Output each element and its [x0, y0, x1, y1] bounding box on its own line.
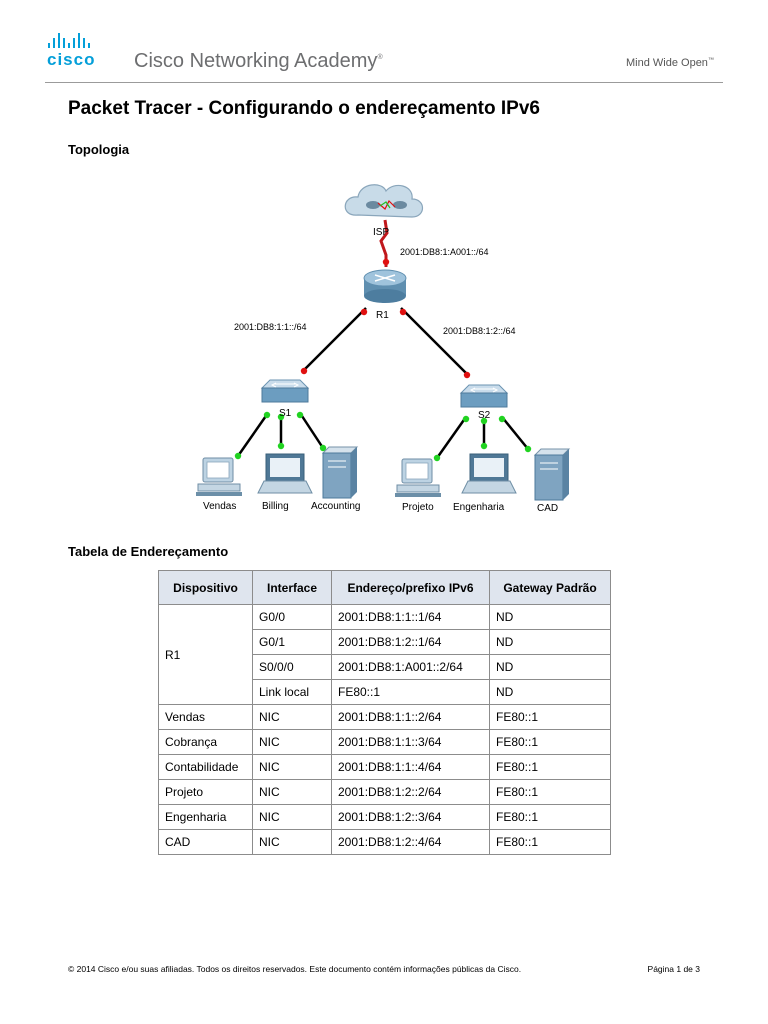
table-cell: ND — [489, 604, 611, 630]
table-cell: ND — [489, 654, 611, 680]
table-cell: ND — [489, 629, 611, 655]
label-net-isp: 2001:DB8:1:A001::/64 — [400, 247, 489, 257]
link-status-lights — [234, 258, 532, 462]
page-footer: © 2014 Cisco e/ou suas afiliadas. Todos … — [68, 964, 700, 974]
table-cell: FE80::1 — [331, 679, 490, 705]
table-cell: 2001:DB8:1:2::1/64 — [331, 629, 490, 655]
table-cell: S0/0/0 — [252, 654, 332, 680]
cloud-icon — [344, 184, 424, 218]
table-cell-device: Cobrança — [158, 729, 253, 755]
label-host-cad: CAD — [537, 503, 558, 514]
table-cell: NIC — [252, 729, 332, 755]
label-host-vendas: Vendas — [203, 501, 236, 512]
table-cell: G0/0 — [252, 604, 332, 630]
label-host-engenharia: Engenharia — [453, 502, 505, 513]
laptop-billing-icon — [257, 453, 313, 494]
router-icon — [363, 269, 407, 303]
table-row: Cobrança NIC 2001:DB8:1:1::3/64 FE80::1 — [158, 729, 611, 755]
column-header-interface: Interface — [252, 570, 332, 605]
table-row: Projeto NIC 2001:DB8:1:2::2/64 FE80::1 — [158, 779, 611, 805]
table-cell: NIC — [252, 754, 332, 780]
pc-projeto-icon — [395, 458, 441, 497]
server-cad-icon — [533, 448, 571, 501]
column-header-gateway: Gateway Padrão — [489, 570, 611, 605]
table-cell-device: Engenharia — [158, 804, 253, 830]
table-cell: NIC — [252, 779, 332, 805]
label-host-projeto: Projeto — [402, 502, 434, 513]
label-host-billing: Billing — [262, 501, 289, 512]
label-isp: ISP — [373, 227, 389, 238]
table-cell: 2001:DB8:1:2::3/64 — [331, 804, 490, 830]
label-s1: S1 — [279, 408, 292, 419]
table-cell: Link local — [252, 679, 332, 705]
table-row: CAD NIC 2001:DB8:1:2::4/64 FE80::1 — [158, 829, 611, 855]
table-cell: FE80::1 — [489, 704, 611, 730]
switch-s1-icon — [260, 379, 310, 403]
server-accounting-icon — [321, 446, 359, 499]
table-row: S0/0/0 2001:DB8:1:A001::2/64 ND — [159, 654, 611, 680]
label-r1: R1 — [376, 310, 389, 321]
table-cell: FE80::1 — [489, 754, 611, 780]
table-cell: 2001:DB8:1:2::2/64 — [331, 779, 490, 805]
table-cell-device: R1 — [158, 604, 253, 705]
table-cell: NIC — [252, 804, 332, 830]
switch-s2-icon — [459, 384, 509, 408]
cisco-wordmark: cisco — [47, 50, 96, 69]
label-host-accounting: Accounting — [311, 501, 360, 512]
table-cell: FE80::1 — [489, 729, 611, 755]
addressing-table: Dispositivo Interface Endereço/prefixo I… — [158, 570, 611, 855]
table-cell: FE80::1 — [489, 829, 611, 855]
table-row: R1 G0/0 2001:DB8:1:1::1/64 ND — [158, 604, 611, 705]
copyright-notice: © 2014 Cisco e/ou suas afiliadas. Todos … — [68, 964, 522, 974]
table-header-row: Dispositivo Interface Endereço/prefixo I… — [158, 570, 611, 605]
table-cell: 2001:DB8:1:1::4/64 — [331, 754, 490, 780]
section-heading-table: Tabela de Endereçamento — [68, 544, 229, 559]
header-divider — [45, 82, 723, 83]
table-cell: 2001:DB8:1:1::3/64 — [331, 729, 490, 755]
cisco-logo-bars — [48, 32, 95, 48]
table-cell: G0/1 — [252, 629, 332, 655]
table-cell-device: Projeto — [158, 779, 253, 805]
table-row: Link local FE80::1 ND — [159, 679, 611, 705]
table-cell: 2001:DB8:1:1::2/64 — [331, 704, 490, 730]
page-number: Página 1 de 3 — [647, 964, 700, 974]
section-heading-topology: Topologia — [68, 142, 130, 157]
column-header-ipv6: Endereço/prefixo IPv6 — [331, 570, 490, 605]
label-s2: S2 — [478, 410, 491, 421]
academy-name: Cisco Networking Academy® — [134, 50, 383, 72]
label-net-left: 2001:DB8:1:1::/64 — [234, 322, 307, 332]
table-row: Contabilidade NIC 2001:DB8:1:1::4/64 FE8… — [158, 754, 611, 780]
table-cell: NIC — [252, 829, 332, 855]
table-cell: FE80::1 — [489, 804, 611, 830]
table-cell-device: Contabilidade — [158, 754, 253, 780]
links — [236, 219, 529, 459]
table-row: Vendas NIC 2001:DB8:1:1::2/64 FE80::1 — [158, 704, 611, 730]
tagline: Mind Wide Open™ — [626, 57, 714, 69]
column-header-device: Dispositivo — [158, 570, 253, 605]
topology-diagram: ISP 2001:DB8:1:A001::/64 R1 2001:DB8:1:1… — [196, 184, 571, 514]
label-net-right: 2001:DB8:1:2::/64 — [443, 326, 516, 336]
table-cell: FE80::1 — [489, 779, 611, 805]
table-cell: 2001:DB8:1:1::1/64 — [331, 604, 490, 630]
table-row: Engenharia NIC 2001:DB8:1:2::3/64 FE80::… — [158, 804, 611, 830]
laptop-engenharia-icon — [461, 453, 517, 494]
cisco-logo: cisco — [47, 32, 95, 70]
table-cell-device: Vendas — [158, 704, 253, 730]
table-cell: NIC — [252, 704, 332, 730]
pc-vendas-icon — [196, 457, 242, 496]
table-cell: 2001:DB8:1:A001::2/64 — [331, 654, 490, 680]
table-cell-device: CAD — [158, 829, 253, 855]
table-cell: ND — [489, 679, 611, 705]
page-title: Packet Tracer - Configurando o endereçam… — [68, 98, 540, 119]
table-cell: 2001:DB8:1:2::4/64 — [331, 829, 490, 855]
page-header: cisco Cisco Networking Academy® Mind Wid… — [0, 0, 768, 90]
